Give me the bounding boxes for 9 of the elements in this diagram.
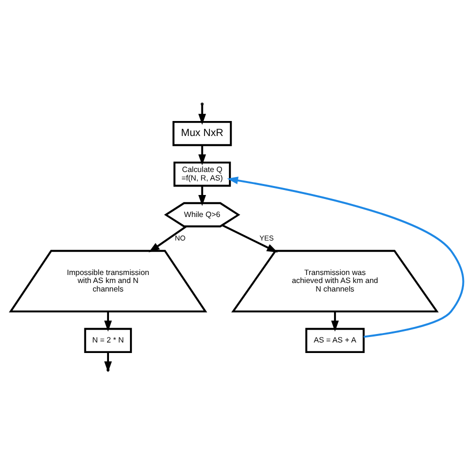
arrow <box>148 226 187 252</box>
arrow <box>104 312 112 332</box>
arrow <box>198 104 206 125</box>
arrow <box>331 312 339 332</box>
arrow <box>198 186 206 206</box>
arrow <box>222 224 278 252</box>
arrow <box>198 145 206 166</box>
arrow <box>227 176 464 338</box>
node-box: Mux NxR <box>172 120 232 146</box>
